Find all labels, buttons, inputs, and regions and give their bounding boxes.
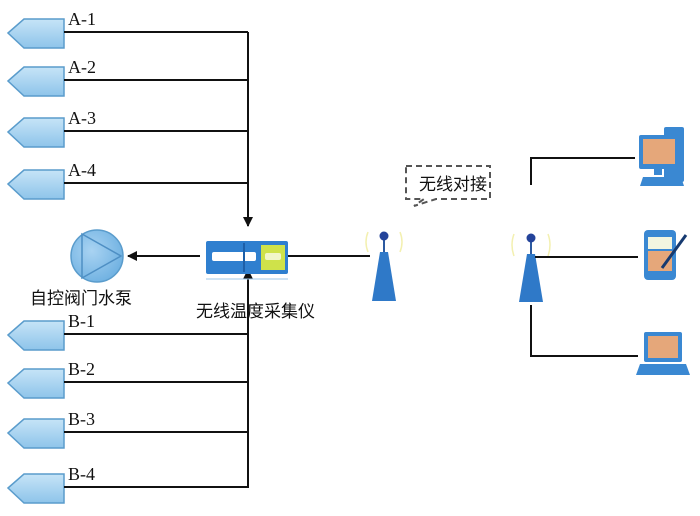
wireless-link-label: 无线对接	[419, 175, 487, 195]
link-desktop	[530, 157, 635, 185]
sensor-label: B-1	[68, 311, 95, 331]
pda-icon[interactable]	[644, 230, 688, 280]
wireless-link-callout	[405, 165, 491, 207]
temperature-probe-icon[interactable]	[6, 66, 65, 97]
laptop-icon[interactable]	[636, 332, 690, 375]
temperature-probe-icon[interactable]	[6, 320, 65, 351]
temperature-probe-icon[interactable]	[6, 473, 65, 504]
antenna-tx-icon	[365, 231, 403, 301]
link-laptop	[530, 305, 638, 357]
sensor-row: B-4	[6, 464, 248, 504]
temperature-probe-icon[interactable]	[6, 18, 65, 49]
sensor-label: A-2	[68, 57, 96, 77]
sensor-row: A-4	[6, 160, 248, 200]
antenna-rx-icon	[511, 233, 551, 302]
sensor-row: A-2	[6, 57, 248, 97]
temperature-probe-icon[interactable]	[6, 368, 65, 399]
sensor-row: B-3	[6, 409, 248, 449]
temperature-probe-icon[interactable]	[6, 418, 65, 449]
sensor-row: A-1	[6, 9, 248, 49]
sensor-row: B-2	[6, 359, 248, 399]
sensor-label: A-1	[68, 9, 96, 29]
sensor-label: B-3	[68, 409, 95, 429]
pump-icon	[70, 229, 124, 283]
sensor-label: A-4	[68, 160, 96, 180]
sensor-row: B-1	[6, 311, 248, 351]
sensor-row: A-3	[6, 108, 248, 148]
sensor-label: B-2	[68, 359, 95, 379]
temperature-probe-icon[interactable]	[6, 117, 65, 148]
temperature-probe-icon[interactable]	[6, 169, 65, 200]
desktop-computer-icon[interactable]	[639, 127, 684, 186]
sensor-label: B-4	[68, 464, 95, 484]
sensor-label: A-3	[68, 108, 96, 128]
pump-label: 自控阀门水泵	[30, 289, 132, 309]
collector-icon[interactable]	[206, 241, 288, 280]
collector-label: 无线温度采集仪	[196, 302, 315, 322]
